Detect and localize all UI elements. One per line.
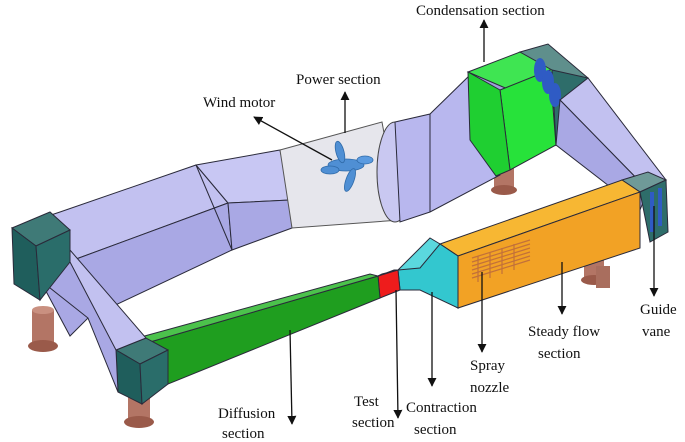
label-contraction: Contraction	[406, 400, 477, 416]
label-contraction-2: section	[414, 422, 457, 438]
contraction-section	[396, 237, 459, 309]
leg	[596, 266, 610, 288]
leader-arrows	[253, 19, 659, 425]
label-guide-vane-2: vane	[642, 324, 671, 340]
label-steady-flow: Steady flow	[528, 324, 600, 340]
guide-vane-blade	[650, 192, 654, 232]
lower-left-corner	[114, 337, 170, 405]
label-diffusion: Diffusion	[218, 406, 276, 422]
guide-vane-blade	[549, 83, 561, 107]
arrow-wind-motor	[253, 116, 333, 161]
spray-nozzle-array	[471, 239, 531, 282]
label-power: Power section	[296, 72, 381, 88]
labels: Condensation section Power section Wind …	[203, 3, 677, 442]
steady-flow-section	[438, 179, 642, 309]
label-test: Test	[354, 394, 380, 410]
wind-motor-fan	[320, 140, 374, 192]
guide-vane-blade	[658, 188, 662, 226]
lower-right-corner	[620, 171, 669, 243]
label-test-2: section	[352, 415, 395, 431]
label-spray: Spray	[470, 358, 505, 374]
label-condensation: Condensation section	[416, 3, 545, 19]
label-spray-2: nozzle	[470, 380, 509, 396]
label-diffusion-2: section	[222, 426, 265, 442]
power-section	[279, 121, 414, 229]
label-wind-motor: Wind motor	[203, 95, 275, 111]
test-section	[377, 269, 401, 299]
label-guide-vane: Guide	[640, 302, 677, 318]
upper-left-corner	[11, 211, 71, 302]
arrow-test	[393, 289, 403, 419]
arrow-diffusion	[287, 329, 297, 425]
diffusion-section	[129, 273, 381, 385]
leg	[28, 306, 58, 352]
label-steady-flow-2: section	[538, 346, 581, 362]
